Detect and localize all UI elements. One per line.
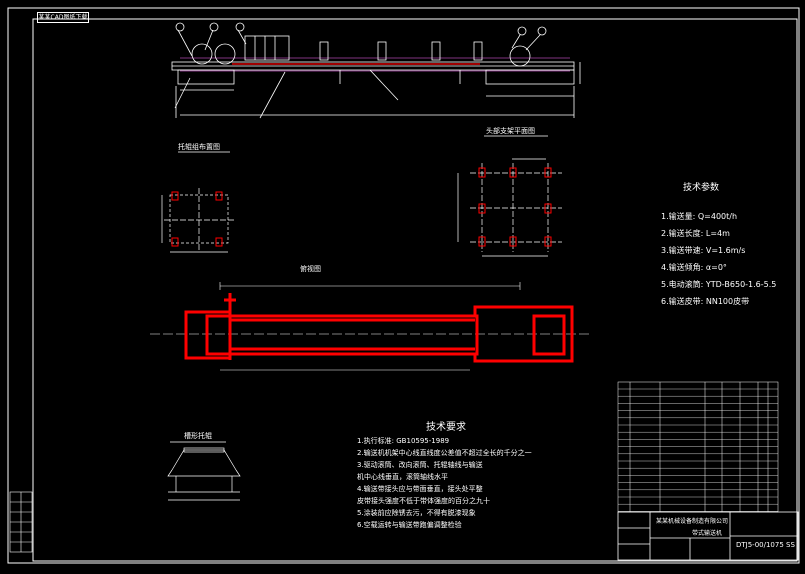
param-item: 4.输送倾角: α=0°: [661, 263, 727, 272]
plan-view: [150, 282, 590, 371]
plan-view-label: 俯视图: [300, 265, 321, 273]
params-list: 1.输送量: Q=400t/h 2.输送长度: L=4m 3.输送带速: V=1…: [661, 208, 776, 310]
inner-frame: [32, 18, 798, 562]
outer-frame: [7, 7, 800, 564]
title-stamp: 某某CAD图纸下载: [37, 12, 89, 23]
params-title: 技术参数: [683, 183, 720, 193]
company-name: 某某机械设备制造有限公司: [656, 518, 729, 525]
requirements-title: 技术要求: [426, 422, 466, 433]
requirement-item: 1.执行标准: GB10595-1989: [357, 437, 450, 445]
support-layout-label: 托辊组布置图: [178, 143, 220, 151]
anchor-bolts-right: [478, 167, 552, 247]
param-item: 3.输送带速: V=1.6m/s: [661, 246, 746, 255]
idler-detail-view: [167, 441, 241, 501]
requirement-item: 4.输送带接头应与带面垂直，接头处平整: [357, 485, 483, 493]
elevation-view: [171, 22, 581, 119]
plan-view-frame: [184, 293, 574, 363]
drawing-number: DTJ5-00/1075 SS: [736, 541, 795, 549]
param-item: 5.电动滚筒: YTD-B650-1.6-5.5: [661, 280, 777, 289]
param-item: 2.输送长度: L=4m: [661, 229, 730, 238]
anchor-bolts-left: [171, 191, 223, 247]
idler-label: 槽形托辊: [184, 432, 212, 440]
bom-rows: [618, 388, 778, 512]
requirement-item: 2.输送机机架中心线直线度公差值不超过全长的千分之一: [357, 449, 532, 457]
param-item: 1.输送量: Q=400t/h: [661, 212, 738, 221]
support-plan-label: 头部支架平面图: [486, 127, 535, 135]
requirement-item: 6.空载运转与输送带跑偏调整检验: [357, 521, 462, 529]
title-block: [617, 511, 799, 561]
support-layout-view: [161, 151, 234, 253]
drawing-title: 带式输送机: [692, 530, 723, 537]
bom-table: [617, 381, 779, 513]
requirements-list: 1.执行标准: GB10595-1989 2.输送机机架中心线直线度公差值不超过…: [357, 435, 532, 531]
requirement-item: 5.涂装前应除锈去污，不得有脱漆现象: [357, 509, 476, 517]
requirement-item: 皮带接头强度不低于带体强度的百分之九十: [357, 497, 490, 505]
requirement-item: 机中心线垂直，滚筒轴线水平: [357, 473, 448, 481]
requirement-item: 3.驱动滚筒、改向滚筒、托辊轴线与输送: [357, 461, 483, 469]
param-item: 6.输送皮带: NN100皮带: [661, 297, 750, 306]
binding-strip: [9, 491, 33, 553]
